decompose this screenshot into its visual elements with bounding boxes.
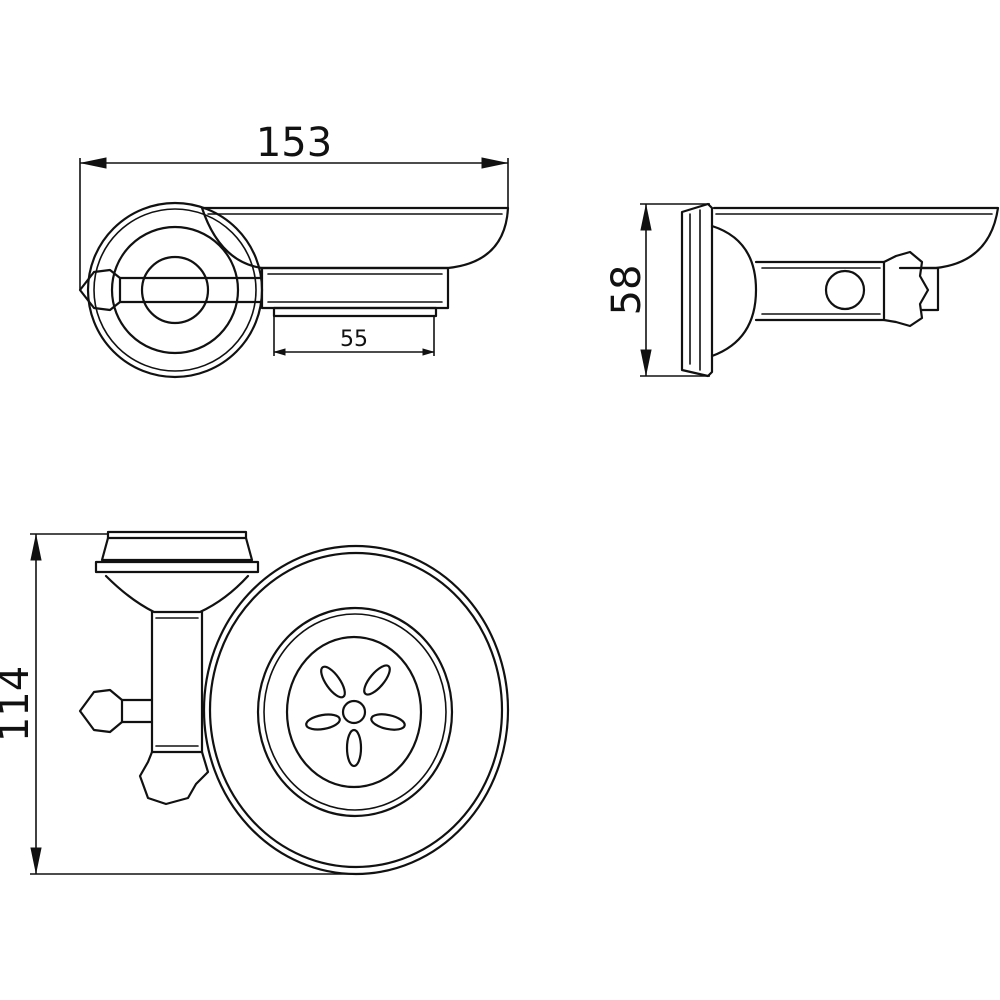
dim-58-label: 58	[604, 265, 650, 316]
side-wall-plate	[680, 202, 714, 378]
petal-bottom	[345, 728, 363, 768]
plan-dish-drain	[285, 635, 423, 789]
front-finial	[78, 268, 122, 312]
dim-153-arrow-left	[81, 157, 107, 169]
dim-55-arrow-left	[273, 348, 286, 356]
dim-58-arrow-bottom	[640, 349, 652, 375]
plan-plate-step	[100, 536, 254, 562]
dim-114-arrow-top	[30, 535, 42, 561]
dim-153-label: 153	[256, 120, 332, 166]
plan-dish-ring	[256, 606, 454, 818]
front-base-foot	[272, 306, 438, 318]
front-base-lines	[267, 273, 443, 303]
plan-bell	[104, 574, 250, 614]
petal-right	[370, 713, 406, 731]
plan-plate-lip	[94, 560, 260, 574]
front-dish-bowl	[200, 206, 510, 270]
front-rose-outer-inner	[93, 208, 257, 372]
dim-114-label: 114	[0, 666, 38, 742]
petal-left	[305, 713, 341, 731]
plan-dish-outer	[202, 544, 510, 876]
plan-bottom-finial	[138, 750, 210, 806]
plan-arm	[150, 610, 204, 754]
dim-114-arrow-bottom	[30, 847, 42, 873]
side-arm-hole	[824, 269, 866, 311]
petal-upper-right	[363, 664, 391, 696]
plan-drain-petals	[305, 664, 406, 768]
front-view: 153 55	[78, 120, 510, 379]
dim-55-label: 55	[340, 327, 368, 352]
side-view: 58	[604, 202, 1000, 378]
side-arm-inner	[761, 267, 881, 315]
side-arm	[754, 260, 886, 322]
plan-dish-ring-inner	[263, 613, 447, 811]
plan-view: 114	[0, 530, 510, 876]
front-rose-center	[140, 255, 210, 325]
side-wall-plate-lines	[689, 209, 701, 371]
side-finial-cap	[920, 266, 940, 312]
plan-dish-outer-inner	[208, 551, 504, 869]
plan-arm-lines	[155, 617, 199, 747]
dim-153-arrow-right	[481, 157, 507, 169]
plan-knob-stem	[120, 698, 154, 724]
front-rose-ring	[110, 225, 240, 355]
side-dish	[712, 206, 1000, 270]
side-finial	[882, 250, 930, 328]
side-bell	[710, 224, 758, 358]
front-arm	[118, 276, 264, 304]
plan-plate-top	[106, 530, 248, 540]
petal-upper-left	[320, 665, 346, 699]
front-rose-outer	[86, 201, 264, 379]
plan-drain-center	[341, 699, 367, 725]
dim-55-arrow-right	[422, 348, 435, 356]
dim-58-arrow-top	[640, 205, 652, 231]
plan-knob-finial	[78, 688, 124, 734]
